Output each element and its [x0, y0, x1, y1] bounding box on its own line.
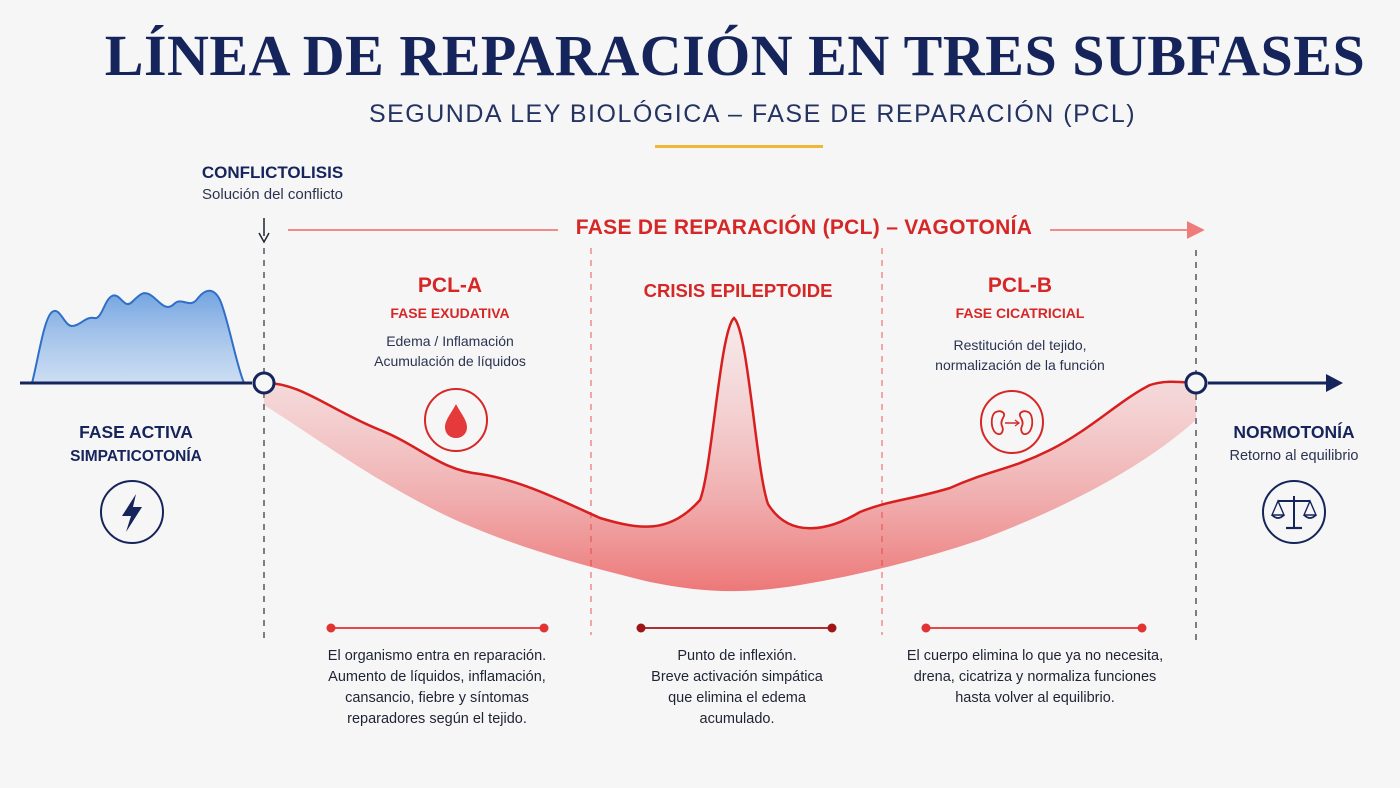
pcl-b-subtitle: FASE CICATRICIAL — [955, 305, 1085, 321]
pcl-b-title: PCL-B — [987, 274, 1053, 297]
lightning-icon — [100, 480, 164, 544]
pcl-b-desc-line: El cuerpo elimina lo que ya no necesita, — [906, 648, 1164, 664]
pcl-b-description: El cuerpo elimina lo que ya no necesita,… — [880, 646, 1190, 709]
page-subtitle: SEGUNDA LEY BIOLÓGICA – FASE DE REPARACI… — [368, 100, 1137, 128]
normotonia-point — [1184, 371, 1208, 395]
pcl-a-desc-line: El organismo entra en reparación. — [327, 648, 547, 664]
conflictolisis-label: CONFLICTOLISIS — [201, 163, 344, 182]
normotonia-sub: Retorno al equilibrio — [1229, 448, 1359, 464]
active-phase-wave — [30, 289, 246, 384]
drop-icon — [424, 388, 488, 452]
pcl-b-desc-line: drena, cicatriza y normaliza funciones — [913, 669, 1157, 685]
crisis-title: CRISIS EPILEPTOIDE — [643, 280, 833, 301]
fase-activa-label: FASE ACTIVA — [79, 422, 193, 442]
pcl-a-line2: Acumulación de líquidos — [374, 353, 526, 369]
pcl-a-description: El organismo entra en reparación. Aument… — [292, 646, 582, 730]
title-underline — [655, 145, 823, 148]
crisis-desc-line: acumulado. — [699, 711, 775, 727]
page-title: LÍNEA DE REPARACIÓN EN TRES SUBFASES — [104, 23, 1366, 88]
conflictolisis-block: CONFLICTOLISIS Solución del conflicto — [150, 163, 395, 203]
pcl-b-line1: Restitución del tejido, — [953, 337, 1087, 353]
fase-activa-block: FASE ACTIVA SIMPATICOTONÍA — [36, 422, 236, 466]
baseline-arrowhead — [1326, 374, 1343, 392]
crisis-desc-line: que elimina el edema — [668, 690, 806, 706]
pcl-b-desc-line: hasta volver al equilibrio. — [955, 690, 1115, 706]
crisis-desc-line: Breve activación simpática — [651, 669, 823, 685]
balance-scale-icon — [1262, 480, 1326, 544]
pcl-a-desc-line: reparadores según el tejido. — [347, 711, 527, 727]
repair-curve-line — [263, 316, 1197, 530]
conflictolisis-sub: Solución del conflicto — [202, 186, 343, 203]
repair-phase-banner: FASE DE REPARACIÓN (PCL) – VAGOTONÍA — [575, 216, 1033, 239]
pcl-b-block: PCL-B FASE CICATRICIAL Restitución del t… — [900, 274, 1140, 373]
pcl-a-desc-bar — [326, 623, 549, 633]
pcl-a-block: PCL-A FASE EXUDATIVA Edema / Inflamación… — [340, 274, 560, 369]
pcl-a-title: PCL-A — [417, 274, 483, 297]
pcl-a-line1: Edema / Inflamación — [386, 333, 514, 349]
crisis-desc-line: Punto de inflexión. — [677, 648, 797, 664]
kidney-icon — [980, 390, 1044, 454]
pcl-a-desc-line: Aumento de líquidos, inflamación, — [328, 669, 546, 685]
crisis-desc-bar — [636, 623, 837, 633]
crisis-description: Punto de inflexión. Breve activación sim… — [612, 646, 862, 730]
conflictolisis-point — [252, 371, 276, 395]
normotonia-block: NORMOTONÍA Retorno al equilibrio — [1196, 422, 1392, 464]
pcl-a-desc-line: cansancio, fiebre y síntomas — [345, 690, 529, 706]
pcl-b-line2: normalización de la función — [935, 357, 1105, 373]
pcl-a-subtitle: FASE EXUDATIVA — [390, 305, 510, 321]
repair-curve-fill — [264, 318, 1196, 592]
pcl-b-desc-bar — [921, 623, 1147, 633]
normotonia-label: NORMOTONÍA — [1233, 422, 1355, 442]
simpaticotonia-label: SIMPATICOTONÍA — [70, 448, 202, 465]
